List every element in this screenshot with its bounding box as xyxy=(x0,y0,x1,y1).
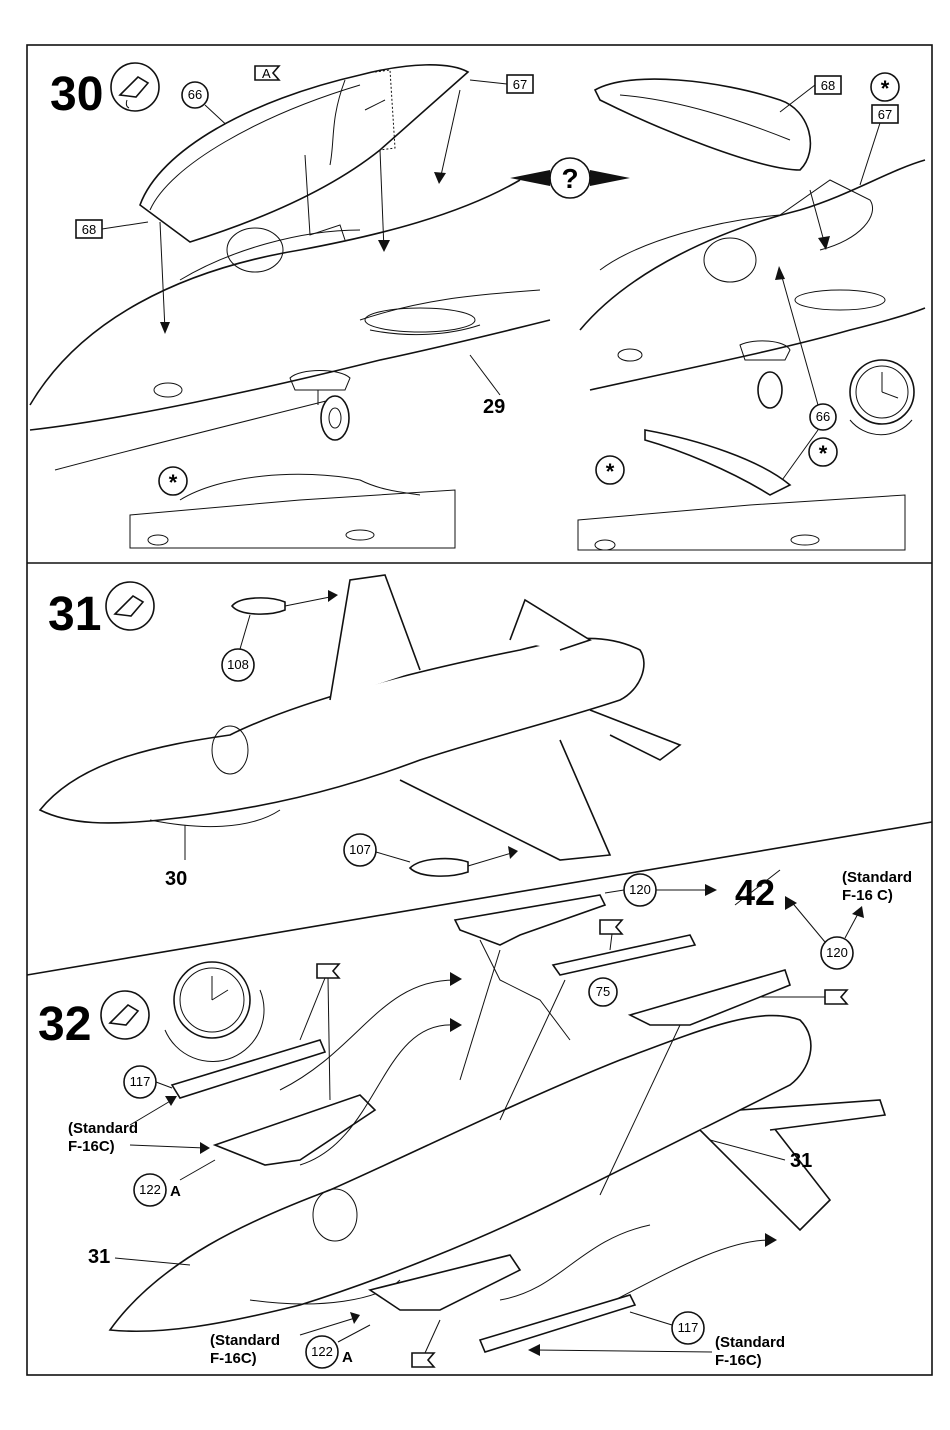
part-ref-42: 42 xyxy=(735,870,780,913)
clock-icon xyxy=(850,360,914,435)
svg-text:122: 122 xyxy=(139,1182,161,1197)
assembly-arrows-30-right xyxy=(810,190,830,250)
missile-part-117-bottom: 117 xyxy=(480,1295,704,1352)
part-callout-68: 68 xyxy=(76,220,148,238)
aircraft-body-31 xyxy=(40,575,680,860)
svg-text:67: 67 xyxy=(513,77,527,92)
svg-text:*: * xyxy=(169,470,178,495)
step-number-30: 30 xyxy=(50,68,103,121)
svg-text:67: 67 xyxy=(878,107,892,122)
glue-tube-icon-31 xyxy=(106,582,154,630)
svg-text:108: 108 xyxy=(227,657,249,672)
clock-icon-32 xyxy=(165,962,264,1062)
part-callout-31-left: 31 xyxy=(88,1246,190,1268)
asterisk-icon-right-a: * xyxy=(596,456,624,484)
svg-text:(Standard: (Standard xyxy=(715,1334,785,1351)
svg-text:F-16C): F-16C) xyxy=(68,1138,115,1155)
svg-text:A: A xyxy=(170,1183,181,1200)
svg-text:117: 117 xyxy=(130,1074,151,1089)
pylon-part-120: 120 xyxy=(455,874,717,945)
step-number-31: 31 xyxy=(48,588,101,641)
svg-text:A: A xyxy=(342,1349,353,1366)
paint-flag-icon-32b xyxy=(600,920,622,950)
svg-text:66: 66 xyxy=(816,409,830,424)
standard-f16c-note-bottom-right: (Standard F-16C) xyxy=(528,1334,785,1369)
svg-text:F-16C): F-16C) xyxy=(715,1352,762,1369)
svg-text:(Standard: (Standard xyxy=(842,869,912,886)
svg-text:?: ? xyxy=(561,163,578,194)
missile-part-108: 108 xyxy=(222,590,338,681)
svg-text:F-16 C): F-16 C) xyxy=(842,887,893,904)
landing-gear-left xyxy=(290,371,350,441)
svg-text:120: 120 xyxy=(826,945,848,960)
asterisk-icon-left: * xyxy=(159,467,187,495)
paint-flag-icon-32d xyxy=(412,1320,440,1367)
svg-text:31: 31 xyxy=(790,1150,812,1172)
asterisk-icon: * xyxy=(871,73,899,101)
part-callout-30: 30 xyxy=(165,825,187,890)
standard-f16c-note-top: (Standard F-16 C) xyxy=(842,869,912,904)
svg-text:29: 29 xyxy=(483,396,505,418)
part-callout-120-right: 120 xyxy=(785,896,864,969)
asterisk-icon-right-b: * xyxy=(809,438,837,466)
svg-text:68: 68 xyxy=(82,222,96,237)
svg-text:66: 66 xyxy=(188,87,202,102)
glue-tube-icon-32 xyxy=(101,991,149,1039)
svg-text:107: 107 xyxy=(349,842,371,857)
part-callout-29: 29 xyxy=(470,355,505,418)
canopy-open-right xyxy=(595,79,810,170)
svg-text:(Standard: (Standard xyxy=(210,1332,280,1349)
paint-flag-icon-32a xyxy=(300,964,339,1100)
standard-f16c-note-left: (Standard F-16C) xyxy=(68,1096,210,1155)
svg-text:30: 30 xyxy=(165,868,187,890)
missile-part-117-left: 117 xyxy=(124,1040,325,1098)
step-number-32: 32 xyxy=(38,998,91,1051)
svg-text:117: 117 xyxy=(678,1320,699,1335)
svg-text:F-16C): F-16C) xyxy=(210,1350,257,1367)
part-callout-67: 67 xyxy=(470,75,533,93)
svg-text:68: 68 xyxy=(821,78,835,93)
svg-text:*: * xyxy=(881,76,890,101)
question-arrow-icon: ? xyxy=(510,158,630,198)
svg-text:120: 120 xyxy=(629,882,651,897)
svg-text:A: A xyxy=(262,66,271,81)
side-view-open-canopy xyxy=(578,430,905,550)
missile-part-107: 107 xyxy=(344,834,518,876)
svg-text:*: * xyxy=(819,441,828,466)
svg-text:*: * xyxy=(606,459,615,484)
divider-31-32 xyxy=(27,822,932,975)
svg-text:31: 31 xyxy=(88,1246,110,1268)
glue-tube-icon xyxy=(111,63,159,111)
svg-text:(Standard: (Standard xyxy=(68,1120,138,1137)
svg-text:75: 75 xyxy=(596,984,610,999)
paint-flag-icon: A xyxy=(255,66,279,81)
pylon-part-75: 75 xyxy=(553,935,695,1006)
svg-text:122: 122 xyxy=(311,1344,333,1359)
fuselage-cockpit-left xyxy=(30,180,550,470)
